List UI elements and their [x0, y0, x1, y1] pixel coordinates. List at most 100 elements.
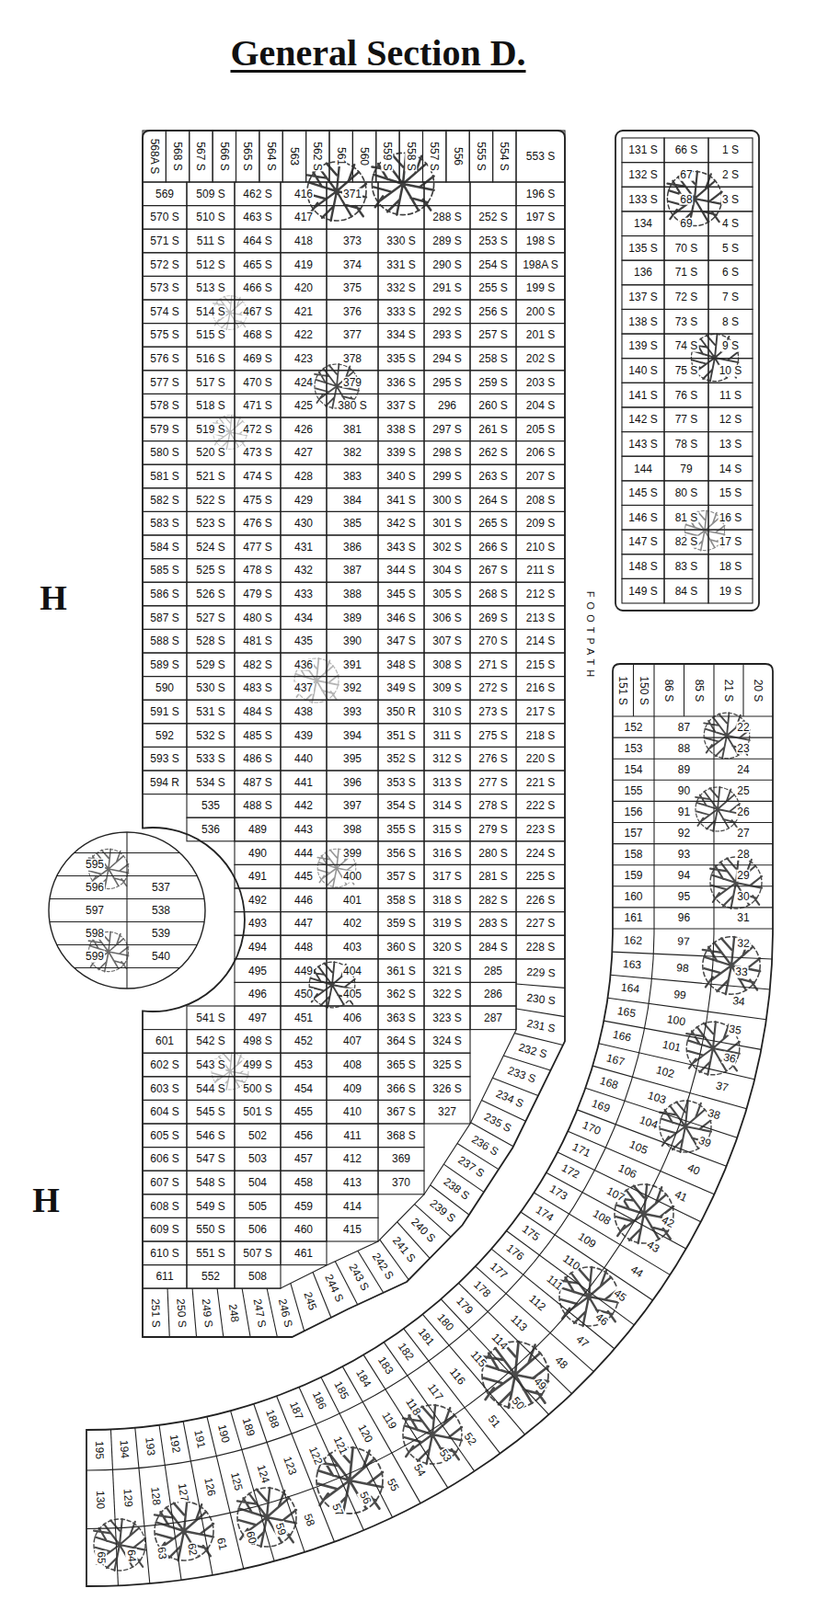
- plot-cell: [516, 794, 565, 819]
- plot-number: 186: [309, 1390, 329, 1414]
- plot-cell: [470, 464, 517, 489]
- plot-number: 36: [721, 1051, 738, 1066]
- plot-cell: [142, 629, 187, 654]
- plot-number: 469 S: [241, 353, 273, 366]
- grid-line: [683, 664, 685, 717]
- plot-cell: [424, 982, 471, 1007]
- plot-number: 449: [293, 965, 314, 978]
- plot-cell: [470, 370, 517, 395]
- plot-number: 476 S: [241, 517, 273, 530]
- plot-number: 572 S: [149, 258, 180, 271]
- plot-number: 344 S: [385, 564, 416, 577]
- plot-number: 215 S: [525, 659, 556, 672]
- plot-number: 144: [632, 462, 654, 475]
- plot-number: 229 S: [525, 966, 557, 980]
- plot-number: 261 S: [477, 424, 508, 437]
- plot-number: 577 S: [149, 376, 180, 389]
- plot-number: 330 S: [385, 235, 416, 248]
- plot-cell: [142, 1242, 187, 1266]
- plot-number: 371: [342, 188, 363, 201]
- plot-cell: [280, 1124, 327, 1149]
- plot-cell: [470, 982, 517, 1007]
- plot-number: 49: [530, 1375, 550, 1394]
- plot-number: 595: [84, 859, 105, 872]
- plot-cell: [326, 229, 379, 253]
- plot-cell: [142, 276, 187, 300]
- plot-number: 596: [84, 882, 105, 895]
- plot-cell: [621, 138, 665, 163]
- plot-cell: [516, 370, 565, 395]
- plot-number: 168: [598, 1074, 621, 1093]
- plot-number: 102: [653, 1064, 676, 1081]
- plot-number: 555 S: [475, 140, 488, 172]
- plot-number: 25: [736, 785, 750, 798]
- plot-number: 422: [293, 329, 314, 342]
- plot-cell: [708, 407, 753, 433]
- plot-number: 88: [677, 742, 691, 755]
- plot-cell: [280, 841, 327, 866]
- plot-cell: [378, 653, 425, 678]
- plot-cell: [378, 488, 425, 513]
- plot-number: 480 S: [241, 611, 273, 624]
- plot-number: 4 S: [721, 218, 740, 230]
- plot-number: 291 S: [431, 282, 462, 295]
- plot-cell: [326, 1218, 379, 1242]
- plot-cell: [142, 1171, 187, 1196]
- plot-number: 21 S: [723, 678, 736, 703]
- plot-number: 546 S: [195, 1130, 226, 1143]
- plot-number: 510 S: [195, 211, 226, 224]
- plot-cell: [378, 700, 425, 725]
- plot-cell: [470, 253, 517, 277]
- plot-cell: [378, 1171, 425, 1196]
- plot-cell: [186, 629, 235, 654]
- plot-cell: [186, 1218, 235, 1242]
- plot-number: 246 S: [276, 1297, 295, 1330]
- plot-cell: [516, 253, 565, 277]
- plot-number: 451: [293, 1012, 314, 1025]
- plot-number: 494: [247, 942, 268, 955]
- plot-cell: [326, 1148, 379, 1173]
- plot-number: 427: [293, 447, 314, 460]
- plot-number: 522 S: [195, 494, 226, 506]
- plot-number: 208 S: [525, 494, 556, 506]
- grid-line: [632, 664, 634, 717]
- plot-number: 486 S: [241, 753, 273, 766]
- plot-number: 363 S: [385, 1012, 416, 1025]
- plot-cell: [424, 535, 471, 560]
- plot-cell: [186, 1242, 235, 1266]
- plot-number: 568 S: [172, 140, 184, 172]
- plot-number: 483 S: [241, 682, 273, 695]
- plot-number: 18 S: [718, 561, 744, 574]
- plot-number: 53: [436, 1447, 454, 1466]
- plot-cell: [280, 888, 327, 913]
- plot-number: 97: [676, 936, 691, 949]
- plot-cell: [326, 346, 379, 371]
- plot-number: 44: [627, 1264, 646, 1282]
- plot-cell: [234, 417, 281, 442]
- plot-cell: [326, 253, 379, 277]
- plot-number: 172: [558, 1162, 582, 1183]
- plot-cell: [259, 130, 283, 183]
- plot-cell: [621, 186, 665, 212]
- plot-cell: [516, 582, 565, 607]
- plot-number: 27: [736, 828, 750, 840]
- plot-number: 268 S: [477, 588, 508, 601]
- plot-number: 290 S: [431, 258, 462, 271]
- plot-number: 171: [569, 1141, 593, 1162]
- plot-number: 441: [293, 777, 314, 790]
- plot-number: 236 S: [469, 1133, 502, 1160]
- plot-number: 382: [342, 447, 363, 460]
- plot-number: 293 S: [431, 329, 462, 342]
- plot-number: 488 S: [241, 800, 273, 813]
- plot-cell: [621, 358, 665, 384]
- plot-cell: [424, 488, 471, 513]
- plot-cell: [234, 488, 281, 513]
- plot-number: 62: [184, 1541, 199, 1558]
- plot-number: 381: [342, 424, 363, 437]
- grid-line: [576, 1110, 726, 1167]
- section-outline: [142, 130, 565, 1338]
- plot-number: 517 S: [195, 376, 226, 389]
- plot-number: 234 S: [493, 1087, 527, 1111]
- plot-number: 79: [678, 462, 693, 475]
- plot-number: 481 S: [241, 635, 273, 648]
